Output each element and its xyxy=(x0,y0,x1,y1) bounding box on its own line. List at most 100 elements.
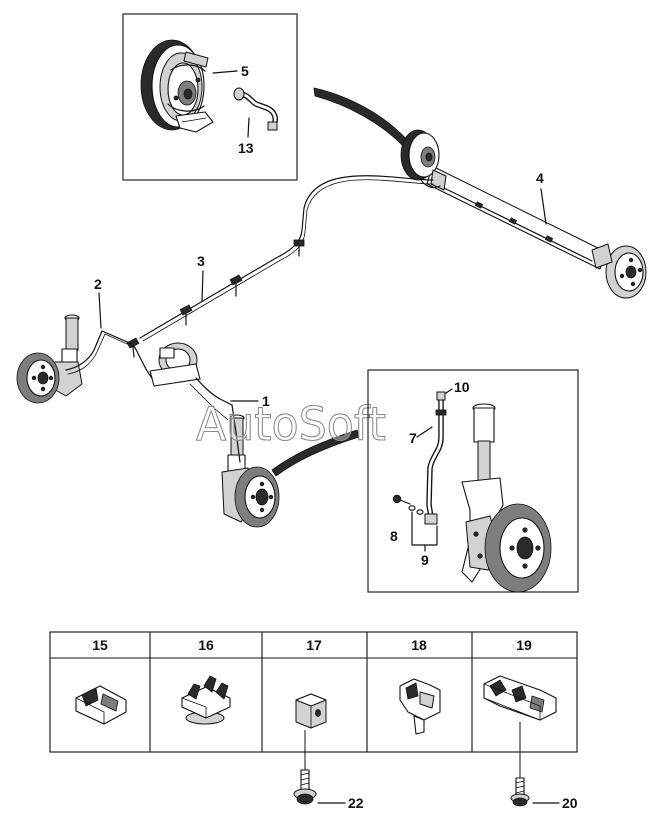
fluid-reservoir xyxy=(159,347,175,359)
front-right-brake-assembly: 1 xyxy=(221,393,280,528)
rear-brake-detail-inset: 5 13 xyxy=(122,13,298,181)
caliper-bolt xyxy=(473,531,479,537)
clip-16-tab xyxy=(203,675,217,693)
callout-2-leader xyxy=(98,292,102,329)
clip-16-tab xyxy=(187,683,201,700)
callout-1: 1 xyxy=(262,393,270,409)
axle-pipe-clip xyxy=(508,217,518,225)
clip-15-slot xyxy=(100,693,119,712)
clip-19-slot xyxy=(529,695,545,713)
clips-table-header-16: 16 xyxy=(198,637,214,653)
callout-10-leader xyxy=(445,388,453,394)
wheel-stud xyxy=(630,281,636,287)
screw-thread xyxy=(300,782,310,786)
clip-19-slot xyxy=(489,679,507,697)
callout-7-leader xyxy=(416,426,433,438)
rear-right-drum xyxy=(591,243,647,299)
callout-7: 7 xyxy=(409,430,417,446)
washer xyxy=(408,505,416,511)
master-cylinder-line-left xyxy=(133,345,153,379)
strut-upper-tube xyxy=(473,407,495,443)
wheel-stud xyxy=(259,481,265,487)
screw-thread xyxy=(515,785,525,789)
callout-8: 8 xyxy=(390,528,398,544)
rear-detail-pointer xyxy=(313,87,410,148)
left-drum-wheel-cylinder xyxy=(430,169,447,191)
clip-18-slot xyxy=(405,682,419,700)
clips-table-header-18: 18 xyxy=(411,637,427,653)
axle-pipe-clip xyxy=(544,235,554,243)
banjo-bolt-8 xyxy=(392,494,411,505)
clip-17-drawing xyxy=(295,693,327,729)
screw-22: 22 xyxy=(293,769,364,811)
bolt-shank xyxy=(399,499,411,505)
wheel-stud xyxy=(268,494,274,500)
strut-lower-tube xyxy=(477,440,491,482)
rear-left-drum xyxy=(400,129,447,191)
clips-table-frame xyxy=(49,631,578,753)
wheel-stud xyxy=(522,527,528,533)
callout-3-leader xyxy=(201,270,204,302)
hose-fitting-lower xyxy=(267,121,278,131)
clip-19-slot xyxy=(511,685,527,703)
screw-thread xyxy=(515,780,525,784)
hose-fitting-lower xyxy=(424,513,438,525)
autosoft-watermark: AutoSoft xyxy=(196,397,386,451)
axle-pipe-clip xyxy=(474,201,484,209)
master-cylinder-body xyxy=(149,363,201,387)
wheel-stud xyxy=(250,494,256,500)
wheel-stud xyxy=(535,545,541,551)
clip-19-edge xyxy=(483,683,541,721)
main-brake-line-assembly: 3 xyxy=(126,175,434,358)
left-drum-hub-center xyxy=(425,152,433,162)
bolt-head xyxy=(392,494,402,504)
caliper-bolt xyxy=(477,553,483,559)
rear-drum-brake-assembly xyxy=(140,39,214,133)
screw-thread xyxy=(300,777,310,781)
callout-22: 22 xyxy=(348,795,364,811)
rear-inset-frame xyxy=(122,13,298,181)
front-brake-hose-7 xyxy=(424,391,447,525)
clip-16-tab xyxy=(215,682,229,700)
clips-table: 15 16 17 18 19 xyxy=(49,631,578,778)
clip-18-drawing xyxy=(399,678,441,735)
wheel-stud xyxy=(522,563,528,569)
plate-bolt xyxy=(173,95,179,101)
clip-16-drawing xyxy=(181,675,231,725)
clip-15-base xyxy=(75,685,127,725)
clip-15-edge xyxy=(75,697,105,725)
clip-screw xyxy=(132,346,135,358)
hose-body xyxy=(427,396,443,519)
screw-thread xyxy=(300,772,310,776)
front-brake-detail-inset: 10 7 8 9 xyxy=(367,369,579,593)
hose-clip xyxy=(435,409,447,416)
washer xyxy=(416,509,424,515)
callout-2: 2 xyxy=(94,276,102,292)
front-left-brake-line xyxy=(65,330,133,371)
callout-20: 20 xyxy=(562,795,578,811)
clip-18-stem xyxy=(413,715,425,735)
hose-fitting-upper xyxy=(436,391,446,401)
right-drum-backing-plate xyxy=(591,243,613,269)
clips-table-header-17: 17 xyxy=(306,637,322,653)
master-cylinder-line-right-secondary xyxy=(189,383,229,421)
callout-5: 5 xyxy=(241,63,249,79)
clip-15-drawing xyxy=(75,685,127,725)
brake-booster-master-cylinder xyxy=(133,342,233,421)
front-right-hub xyxy=(255,488,269,506)
screw-thread xyxy=(515,790,525,794)
front-inset-frame xyxy=(367,369,579,593)
front-disc-hub xyxy=(516,536,534,560)
front-disc-detail xyxy=(484,503,552,593)
front-strut-detail xyxy=(461,403,504,583)
callout-13-leader xyxy=(247,117,250,138)
clip-body xyxy=(179,304,193,316)
wheel-stud xyxy=(40,386,46,392)
brake-line-clip xyxy=(229,274,243,297)
clip-body xyxy=(293,239,305,247)
wheel-stud xyxy=(509,545,515,551)
clip-16-edge xyxy=(181,697,207,719)
clip-18-slot xyxy=(419,691,435,709)
brake-line-clip xyxy=(179,304,193,326)
